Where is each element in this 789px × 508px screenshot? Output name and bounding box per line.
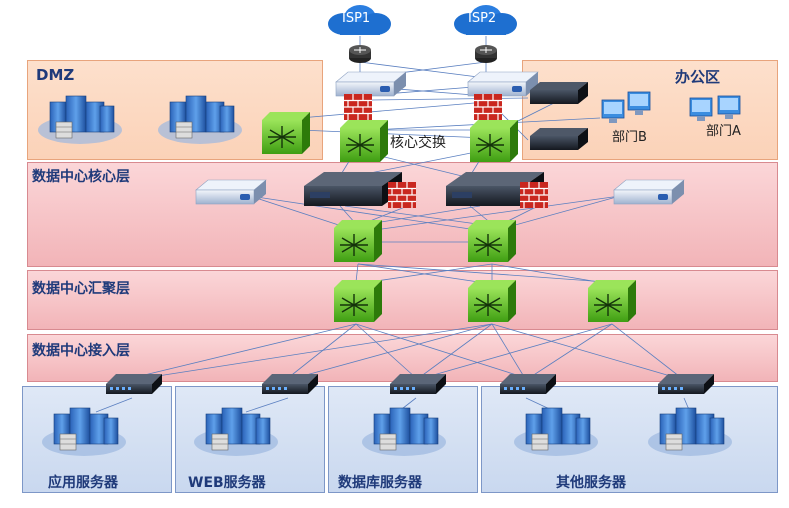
l3-switch-icon — [261, 111, 311, 155]
l3-switch-icon — [467, 219, 517, 263]
appliance-icon — [335, 71, 407, 97]
server-cluster-icon — [193, 407, 279, 457]
pc-icon — [601, 99, 625, 124]
firewall-icon — [473, 93, 503, 121]
appliance-icon — [530, 128, 588, 150]
dc-core-label: 数据中心核心层 — [32, 169, 130, 185]
dept-b-label: 部门B — [612, 130, 647, 145]
dc-aggregation-zone — [27, 270, 778, 330]
firewall-icon — [387, 181, 417, 209]
dmz-label: DMZ — [36, 66, 75, 84]
l3-switch-icon — [469, 119, 519, 163]
office-label: 办公区 — [675, 68, 721, 86]
pc-icon — [627, 91, 651, 116]
server-cluster-icon — [647, 407, 733, 457]
dc-aggregation-label: 数据中心汇聚层 — [32, 281, 130, 297]
l3-switch-icon — [333, 279, 383, 323]
appliance-icon — [613, 179, 685, 205]
access-switch-icon — [106, 374, 162, 394]
core-switch-label: 核心交换 — [390, 135, 446, 151]
dc-core-zone — [27, 162, 778, 267]
firewall-icon — [343, 93, 373, 121]
pc-icon — [717, 95, 741, 120]
access-switch-icon — [500, 374, 556, 394]
router-icon — [348, 44, 372, 64]
isp2-label: ISP2 — [468, 11, 497, 26]
dc-access-label: 数据中心接入层 — [32, 343, 130, 359]
appliance-icon — [304, 172, 402, 206]
appliance-icon — [467, 71, 539, 97]
router-icon — [474, 44, 498, 64]
server-cluster-icon — [513, 407, 599, 457]
pc-icon — [689, 97, 713, 122]
access-switch-icon — [390, 374, 446, 394]
db-servers-label: 数据库服务器 — [338, 475, 422, 491]
l3-switch-icon — [467, 279, 517, 323]
l3-switch-icon — [339, 119, 389, 163]
appliance-icon — [530, 82, 588, 104]
access-switch-icon — [262, 374, 318, 394]
other-servers-label: 其他服务器 — [556, 475, 626, 491]
l3-switch-icon — [333, 219, 383, 263]
l3-switch-icon — [587, 279, 637, 323]
isp1-label: ISP1 — [342, 11, 371, 26]
server-cluster-icon — [157, 95, 243, 145]
server-cluster-icon — [361, 407, 447, 457]
access-switch-icon — [658, 374, 714, 394]
app-servers-label: 应用服务器 — [48, 475, 118, 491]
web-servers-label: WEB服务器 — [188, 475, 266, 491]
appliance-icon — [195, 179, 267, 205]
server-cluster-icon — [37, 95, 123, 145]
server-cluster-icon — [41, 407, 127, 457]
dept-a-label: 部门A — [706, 124, 741, 139]
firewall-icon — [519, 181, 549, 209]
